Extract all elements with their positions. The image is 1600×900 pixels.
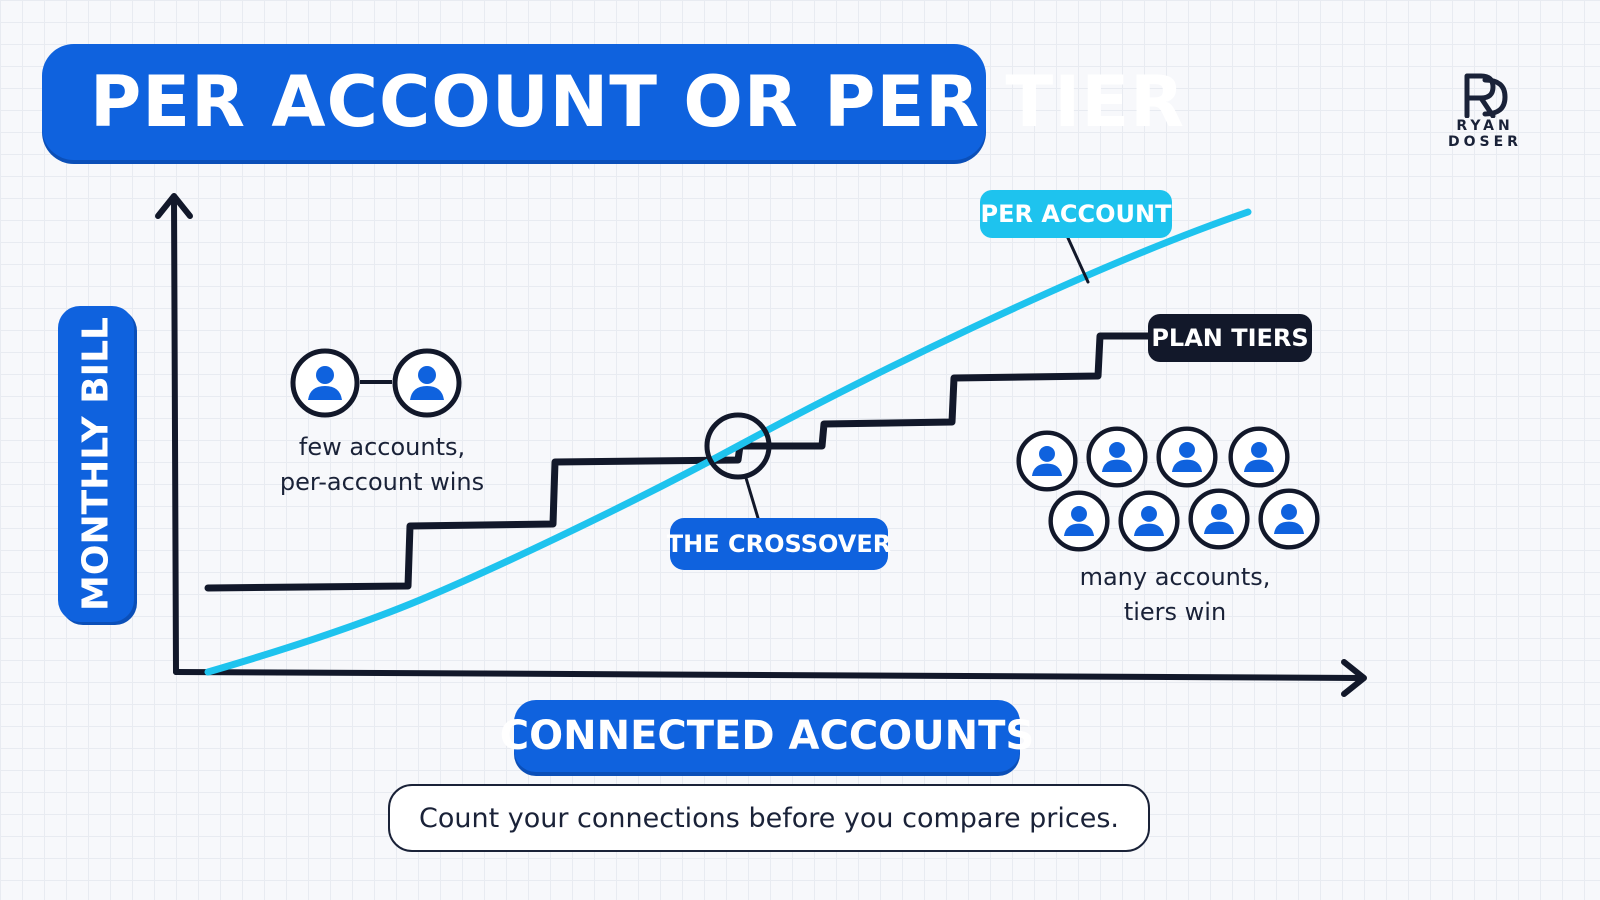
per-account-label-text: PER ACCOUNT: [980, 200, 1172, 228]
few-accounts-note: few accounts, per-account wins: [262, 430, 502, 500]
logo-name-line1: RYAN: [1456, 118, 1514, 134]
crossover-leader: [744, 476, 760, 520]
caption-text: Count your connections before you compar…: [418, 802, 1120, 834]
many-accounts-note-line1: many accounts,: [1079, 563, 1271, 591]
y-axis: [171, 195, 179, 675]
many-accounts-note: many accounts, tiers win: [1050, 560, 1300, 630]
person-icon: [1086, 426, 1148, 488]
rd-monogram-icon: [1464, 73, 1508, 118]
per-account-line: [204, 208, 1252, 676]
y-axis-label-text: MONTHLY BILL: [75, 317, 117, 611]
few-accounts-note-line1: few accounts,: [298, 433, 466, 461]
crossover-circle-icon: [704, 412, 772, 480]
person-icon: [1156, 426, 1218, 488]
person-icon: [392, 348, 462, 418]
x-axis-arrowhead: [1341, 659, 1367, 697]
many-accounts-note-line2: tiers win: [1123, 598, 1227, 626]
x-axis-label-text: CONNECTED ACCOUNTS: [499, 713, 1035, 759]
person-icon: [1048, 490, 1110, 552]
y-axis-label: MONTHLY BILL: [58, 306, 134, 622]
plan-tiers-label-text: PLAN TIERS: [1151, 324, 1309, 352]
few-accounts-note-line2: per-account wins: [279, 468, 485, 496]
person-icon: [1188, 488, 1250, 550]
person-icon: [1258, 488, 1320, 550]
caption-box: Count your connections before you compar…: [388, 784, 1150, 852]
brand-logo: RYAN DOSER: [1440, 72, 1530, 150]
person-icon: [1016, 430, 1078, 492]
logo-name-line2: DOSER: [1448, 134, 1522, 150]
person-icon: [1118, 490, 1180, 552]
x-axis-label: CONNECTED ACCOUNTS: [500, 700, 1034, 772]
page-title: PER ACCOUNT OR PER TIER: [90, 61, 1186, 143]
plan-tiers-label: PLAN TIERS: [1148, 314, 1312, 362]
plan-tiers-line: [204, 332, 1156, 592]
title-banner: PER ACCOUNT OR PER TIER: [42, 44, 1184, 160]
per-account-label: PER ACCOUNT: [980, 190, 1172, 238]
crossover-label: THE CROSSOVER: [666, 518, 892, 570]
x-axis: [173, 669, 1365, 681]
person-icon: [1228, 426, 1290, 488]
per-account-leader: [1066, 236, 1090, 284]
y-axis-arrowhead: [155, 193, 193, 219]
person-icon: [290, 348, 360, 418]
crossover-label-text: THE CROSSOVER: [666, 530, 892, 558]
